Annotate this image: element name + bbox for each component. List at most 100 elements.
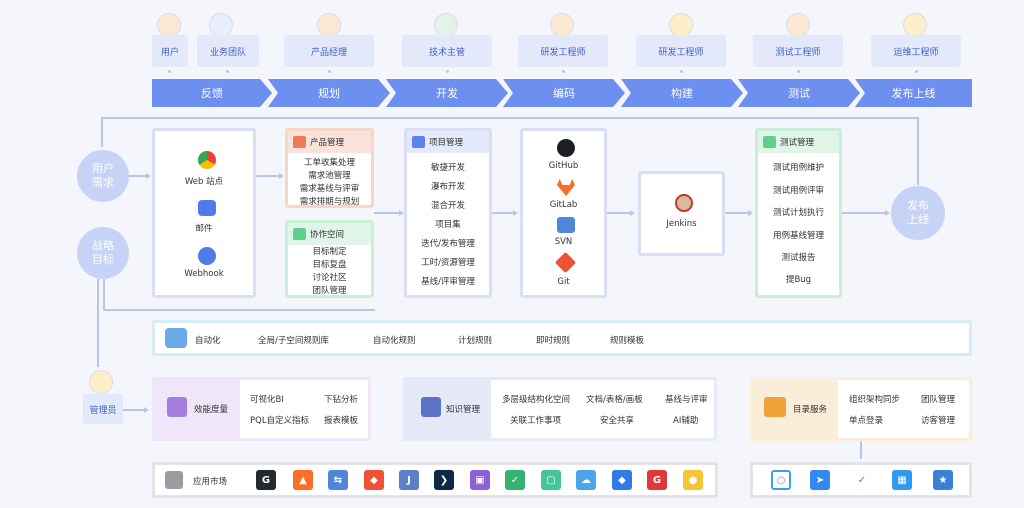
product-mgmt-card: 产品管理 工单收集处理 需求池管理 需求基线与评审 需求排期与规划: [285, 128, 374, 208]
stage-test: 测试: [738, 79, 860, 107]
g-icon[interactable]: G: [647, 470, 667, 490]
release-label: 发布 上线: [907, 199, 929, 226]
project-mgmt-item: 瀑布开发: [430, 182, 465, 192]
svn-icon: [557, 217, 575, 233]
collab-item: 团队管理: [312, 286, 347, 296]
connector: [103, 279, 105, 310]
directory-item: 访客管理: [921, 416, 956, 426]
bulb-icon[interactable]: ●: [683, 470, 703, 490]
vscode-icon[interactable]: ❯: [434, 470, 454, 490]
directory-panel: 目录服务 组织架构同步 团队管理 单点登录 访客管理: [750, 377, 972, 441]
product-mgmt-title: 产品管理: [310, 138, 345, 148]
product-mgmt-item: 工单收集处理: [303, 158, 355, 168]
dev-avatar-1: [550, 13, 574, 37]
directory-box: [838, 380, 969, 438]
test-mgmt-item: 测试计划执行: [772, 208, 824, 218]
role-user: 用户: [152, 35, 188, 67]
knowledge-item: 基线与评审: [665, 395, 708, 405]
business-avatar: [209, 13, 233, 37]
knowledge-title: 知识管理: [446, 405, 481, 415]
directory-title: 目录服务: [793, 405, 828, 415]
feishu-icon[interactable]: ✓: [852, 470, 872, 490]
collab-icon: [293, 228, 306, 240]
release-node: 发布 上线: [891, 186, 945, 240]
connector-arrow: [885, 210, 890, 216]
dev-avatar-2: [669, 13, 693, 37]
ops-avatar: [903, 13, 927, 37]
connector: [97, 279, 99, 367]
efficiency-item: PQL自定义指标: [250, 416, 310, 426]
role-dot: [680, 70, 683, 73]
connector: [256, 175, 280, 177]
stage-planning: 规划: [268, 79, 390, 107]
connector: [129, 175, 147, 177]
role-dot: [797, 70, 800, 73]
project-mgmt-header: 项目管理: [407, 131, 489, 153]
repo-svn: SVN: [554, 237, 573, 247]
test-mgmt-item: 用例基线管理: [772, 231, 824, 241]
stage-feedback: 反馈: [152, 79, 272, 107]
gitlab-icon: [557, 179, 575, 196]
knowledge-panel: 知识管理 多层级结构化空间 文档/表格/画板 基线与评审 关联工作事项 安全共享…: [403, 377, 717, 441]
test-mgmt-icon: [763, 136, 776, 148]
check-icon[interactable]: ✓: [505, 470, 525, 490]
knowledge-item: 多层级结构化空间: [502, 395, 571, 405]
github-icon[interactable]: G: [256, 470, 276, 490]
product-mgmt-icon: [293, 136, 306, 148]
book-icon: [421, 397, 441, 417]
build-card: Jenkins: [638, 171, 725, 256]
automation-title: 自动化: [195, 336, 221, 346]
connector-arrow: [146, 173, 151, 179]
jenkins-icon[interactable]: J: [399, 470, 419, 490]
pm-avatar: [317, 13, 341, 37]
test-mgmt-card: 测试管理 测试用例维护 测试用例评审 测试计划执行 用例基线管理 测试报告 提B…: [755, 128, 842, 298]
knowledge-item: 安全共享: [600, 416, 635, 426]
project-mgmt-item: 基线/评审管理: [421, 277, 475, 287]
loop-line-left: [101, 117, 103, 147]
svn-icon[interactable]: ⇆: [328, 470, 348, 490]
role-dot: [328, 70, 331, 73]
chart-bars-icon: [167, 397, 187, 417]
efficiency-panel: 效能度量 可视化BI 下钻分析 PQL自定义指标 报表模板: [152, 377, 371, 441]
gitlab-icon[interactable]: ▲: [293, 470, 313, 490]
directory-integrations-bar: ○ ➤ ✓ ▦ ★: [750, 462, 972, 498]
wrench-icon: [764, 397, 786, 417]
role-dot: [915, 70, 918, 73]
chat-icon[interactable]: ○: [771, 470, 791, 490]
automation-item: 即时规则: [536, 336, 571, 346]
role-business: 业务团队: [197, 35, 259, 67]
connector: [374, 212, 400, 214]
tech-lead-avatar: [434, 13, 458, 37]
project-mgmt-item: 迭代/发布管理: [421, 239, 475, 249]
knowledge-item: 文档/表格/画板: [586, 395, 643, 405]
github-icon: [557, 139, 575, 157]
connector: [103, 309, 375, 311]
knowledge-item: AI辅助: [673, 416, 699, 426]
test-mgmt-item: 测试用例评审: [772, 186, 824, 196]
jira-icon[interactable]: ◆: [612, 470, 632, 490]
ldap-icon[interactable]: ★: [933, 470, 953, 490]
admin-avatar: [89, 370, 113, 394]
test-mgmt-item: 测试用例维护: [772, 163, 824, 173]
windows-icon[interactable]: ▦: [892, 470, 912, 490]
build-jenkins: Jenkins: [666, 219, 697, 229]
role-ops: 运维工程师: [871, 35, 961, 67]
automation-item: 全局/子空间规则库: [258, 336, 329, 346]
role-dot: [562, 70, 565, 73]
knowledge-box: [491, 380, 714, 438]
connector: [860, 441, 862, 459]
mail-icon: [198, 200, 216, 216]
dingtalk-icon[interactable]: ➤: [810, 470, 830, 490]
efficiency-title: 效能度量: [194, 405, 229, 415]
repo-git: Git: [557, 277, 570, 287]
board-icon[interactable]: ▣: [470, 470, 490, 490]
role-dot: [168, 70, 171, 73]
tester-avatar: [786, 13, 810, 37]
test-mgmt-title: 测试管理: [780, 138, 815, 148]
git-icon[interactable]: ◆: [364, 470, 384, 490]
channels-card: Web 站点 邮件 Webhook: [152, 128, 256, 298]
cloud-icon[interactable]: ☁: [576, 470, 596, 490]
doc-icon[interactable]: ▢: [541, 470, 561, 490]
chrome-icon: [198, 151, 216, 169]
test-mgmt-header: 测试管理: [758, 131, 839, 153]
